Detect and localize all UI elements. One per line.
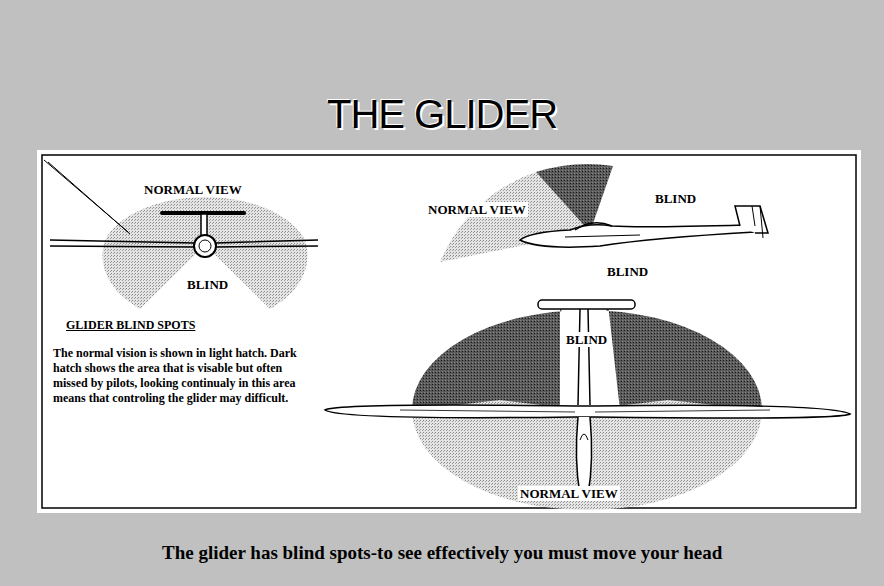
- blind-label: BLIND: [564, 332, 609, 347]
- top-view-dark: [412, 304, 762, 410]
- top-view-field: [412, 410, 762, 510]
- view-label: NORMAL VIEW: [426, 202, 528, 217]
- top-view-wing: [325, 405, 850, 418]
- blind-label: BLIND: [185, 277, 230, 292]
- view-label: NORMAL VIEW: [142, 182, 244, 197]
- view-label: NORMAL VIEW: [518, 486, 620, 501]
- caption: The glider has blind spots-to see effect…: [162, 542, 722, 564]
- section-heading: GLIDER BLIND SPOTS: [66, 318, 195, 333]
- side-view-dark: [536, 164, 613, 232]
- panel: [38, 151, 860, 512]
- page-title: THE GLIDER: [327, 92, 557, 137]
- note-text: The normal vision is shown in light hatc…: [53, 346, 311, 406]
- blind-label: BLIND: [653, 191, 698, 206]
- blind-label: BLIND: [605, 264, 650, 279]
- front-view-field: [102, 197, 307, 309]
